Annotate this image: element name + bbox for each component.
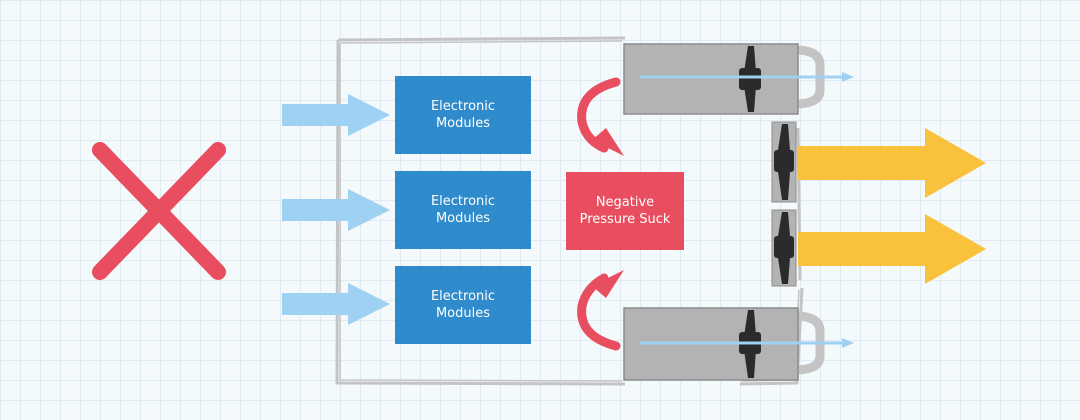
intake-arrow-icon	[282, 283, 390, 325]
electronic-module-box: Electronic Modules	[395, 266, 531, 344]
exhaust-arrow-icon	[798, 214, 986, 284]
negative-pressure-box: Negative Pressure Suck	[566, 172, 684, 250]
negative-pressure-label: Negative Pressure Suck	[579, 195, 671, 227]
fan-housing-bottom	[623, 307, 854, 381]
intake-arrow-icon	[282, 189, 390, 231]
fan-icon	[774, 124, 794, 200]
electronic-module-box: Electronic Modules	[395, 76, 531, 154]
exhaust-fan-lower	[771, 209, 797, 287]
exhaust-fan-upper	[771, 121, 797, 203]
fan-icon	[774, 212, 794, 284]
intake-arrow-icon	[640, 72, 854, 82]
fan-housing-top	[623, 43, 854, 115]
fan-icon	[739, 46, 761, 112]
electronic-module-label: Electronic Modules	[430, 194, 496, 226]
intake-arrow-icon	[640, 338, 854, 348]
intake-arrow-icon	[282, 94, 390, 136]
exhaust-arrow-icon	[798, 128, 986, 198]
electronic-module-label: Electronic Modules	[430, 99, 496, 131]
curved-arrow-icon	[577, 77, 624, 156]
electronic-module-label: Electronic Modules	[430, 289, 496, 321]
electronic-module-box: Electronic Modules	[395, 171, 531, 249]
curved-arrow-icon	[577, 270, 624, 351]
cross-mark-icon	[92, 142, 226, 280]
